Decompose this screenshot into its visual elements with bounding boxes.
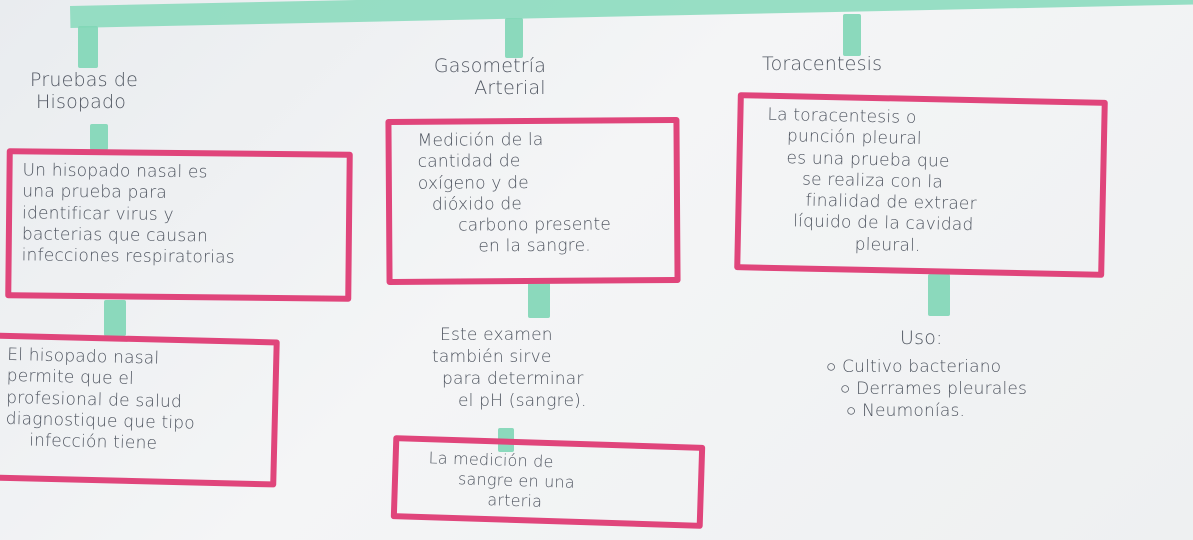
col1-definition-box: Un hisopado nasal es una prueba para ide…: [5, 148, 353, 302]
col1-purpose-box: El hisopado nasal permite que el profesi…: [0, 332, 280, 488]
col2-title-line: Arterial: [474, 76, 546, 99]
col2-text-line: también sirve: [432, 347, 552, 368]
col3-uses-title: Uso:: [900, 326, 943, 351]
top-connector-bar: [70, 0, 1193, 28]
col2-box1-line: oxígeno y de: [417, 172, 529, 194]
col3-use-item-text: Cultivo bacteriano: [842, 357, 1002, 377]
col2-note-box: La medición de sangre en una arteria: [390, 435, 706, 529]
connector-col3-mid: [928, 274, 950, 316]
col3-use-item-text: Derrames pleurales: [856, 379, 1028, 400]
col3-use-item: ○ Neumonías.: [846, 401, 966, 422]
col3-use-item: ○ Derrames pleurales: [840, 379, 1028, 400]
connector-col2-top: [505, 18, 523, 58]
col1-box1-line: infecciones respiratorias: [21, 245, 235, 268]
col1-box1-line: identificar virus y: [22, 202, 174, 225]
col2-definition-box: Medición de la cantidad de oxígeno y de …: [385, 116, 681, 286]
col3-uses-title-text: Uso:: [900, 327, 943, 349]
col1-title: Pruebas de Hisopado: [30, 69, 139, 114]
col3-use-item-text: Neumonías.: [862, 401, 966, 422]
col2-title: Gasometría Arterial: [400, 55, 580, 100]
col2-box1-line: Medición de la: [417, 129, 544, 151]
col2-title-line: Gasometría: [433, 55, 547, 77]
connector-col1-top: [78, 26, 98, 68]
col3-title: Toracentesis: [762, 53, 883, 76]
col2-box1-line: cantidad de: [417, 151, 521, 173]
col2-box1-line: en la sangre.: [478, 235, 591, 257]
col2-extra-text: Este examen también sirve para determina…: [432, 324, 587, 412]
col3-uses-list: ○ Cultivo bacteriano ○ Derrames pleurale…: [826, 356, 1027, 422]
col2-text-line: Este examen: [440, 325, 553, 345]
col3-definition-box: La toracentesis o punción pleural es una…: [734, 92, 1108, 278]
col2-text-line: el pH (sangre).: [458, 391, 587, 412]
col3-use-item: ○ Cultivo bacteriano: [826, 357, 1002, 377]
connector-col1-low: [104, 300, 126, 336]
col3-title-line: Toracentesis: [762, 53, 883, 75]
col2-box1-line: carbono presente: [458, 214, 612, 236]
col1-title-line: Hisopado: [36, 90, 127, 113]
col2-box1-line: dióxido de: [431, 193, 523, 215]
connector-col2-low: [498, 428, 514, 452]
col2-text-line: para determinar: [442, 369, 584, 390]
col1-title-line: Pruebas de: [30, 69, 139, 91]
connector-col2-mid: [528, 282, 550, 318]
connector-col1-mid: [90, 124, 108, 150]
connector-col3-top: [843, 14, 861, 56]
col1-box1-line: una prueba para: [22, 181, 168, 204]
